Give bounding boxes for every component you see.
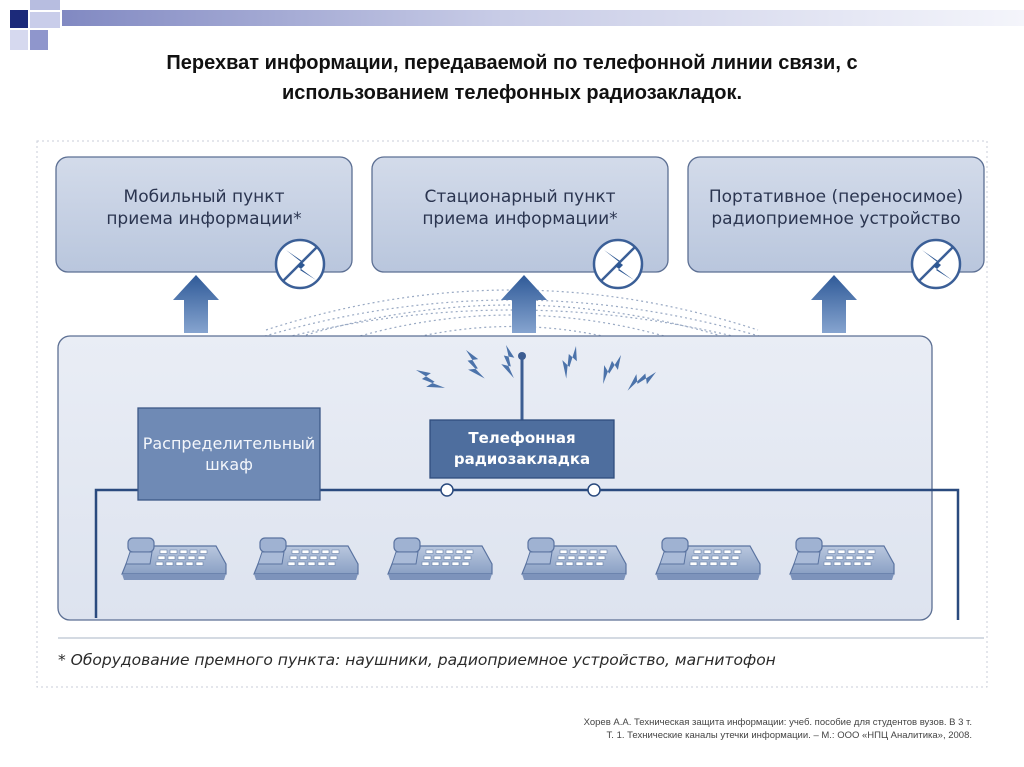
- footnote: * Оборудование премного пункта: наушники…: [58, 651, 776, 669]
- receiver-portable-line1: Портативное (переносимое): [709, 187, 963, 207]
- up-arrow-icon: [811, 275, 857, 333]
- header-gradient-bar: [62, 10, 1024, 26]
- receiver-stationary-line1: Стационарный пункт: [425, 187, 616, 207]
- receiver-mobile-line1: Мобильный пункт: [124, 187, 285, 207]
- cabinet-line1: Распределительный: [143, 434, 316, 453]
- bug-line1: Телефонная: [468, 429, 575, 447]
- bug-line2: радиозакладка: [454, 450, 590, 468]
- radio-antenna-icon: [274, 238, 326, 290]
- receiver-portable: Портативное (переносимое) радиоприемное …: [687, 156, 985, 290]
- slide-title: Перехват информации, передаваемой по тел…: [40, 48, 984, 108]
- title-line-2: использованием телефонных радиозакладок.: [281, 82, 743, 104]
- citation-line2: Т. 1. Технические каналы утечки информац…: [606, 730, 972, 741]
- interception-diagram: Мобильный пункт приема информации* Стаци…: [36, 140, 988, 688]
- bug-antenna-tip: [518, 352, 526, 360]
- up-arrows: [173, 275, 857, 333]
- diagram-frame: [36, 140, 988, 688]
- receiver-mobile: Мобильный пункт приема информации*: [55, 156, 353, 290]
- corner-square-dark: [10, 10, 28, 28]
- title-line-1: Перехват информации, передаваемой по тел…: [166, 52, 858, 74]
- telephone-line: [94, 488, 960, 620]
- up-arrow-icon: [501, 275, 547, 333]
- telephone-radio-bug: Телефонная радиозакладка: [429, 419, 615, 497]
- corner-square-light: [30, 0, 60, 10]
- up-arrow-icon: [173, 275, 219, 333]
- citation: Хорев А.А. Техническая защита информации…: [502, 716, 972, 742]
- receiver-stationary-line2: приема информации*: [422, 209, 617, 229]
- citation-line1: Хорев А.А. Техническая защита информации…: [583, 717, 972, 728]
- cabinet-line2: шкаф: [205, 455, 253, 474]
- receiver-mobile-line2: приема информации*: [106, 209, 301, 229]
- corner-square-light: [30, 12, 60, 28]
- corner-square-light: [10, 30, 28, 50]
- corner-square-mid: [30, 30, 48, 50]
- radio-antenna-icon: [910, 238, 962, 290]
- radio-antenna-icon: [592, 238, 644, 290]
- receiver-portable-line2: радиоприемное устройство: [711, 209, 960, 229]
- diagram-svg: Мобильный пункт приема информации* Стаци…: [36, 140, 988, 688]
- receiver-stationary: Стационарный пункт приема информации*: [371, 156, 669, 290]
- distribution-cabinet: Распределительный шкаф: [137, 407, 321, 501]
